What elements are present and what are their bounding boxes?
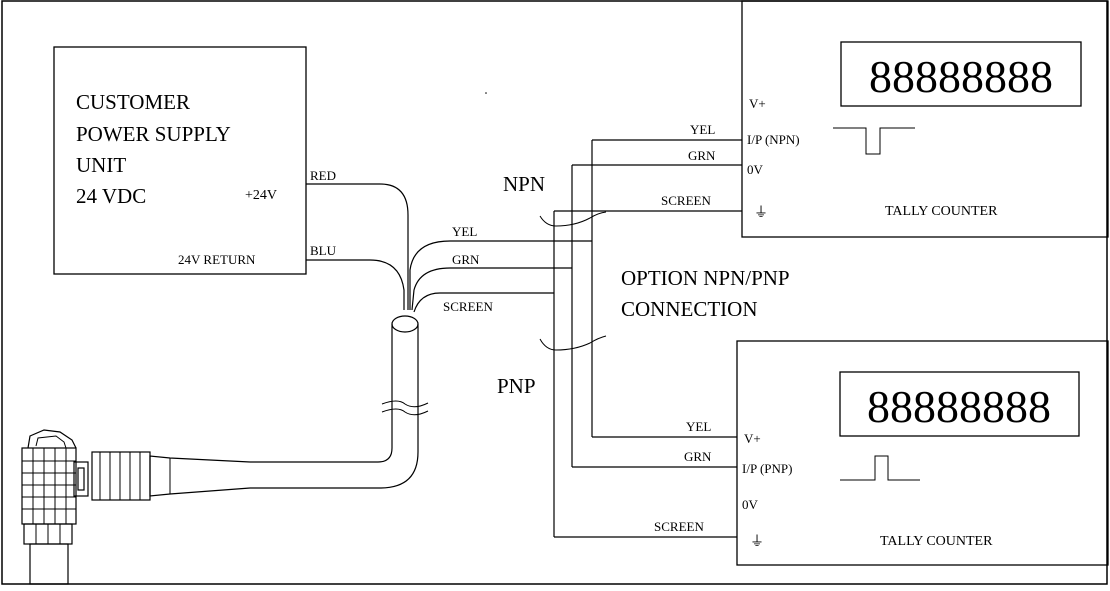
- cable: [250, 315, 429, 489]
- counter-top-digits: 88888888: [869, 51, 1053, 102]
- blu-wire: [306, 259, 405, 310]
- counter-bottom-box: [736, 340, 1109, 566]
- connector-elbow: [21, 447, 77, 525]
- counter-top-vplus: V+: [749, 96, 766, 111]
- bus-wires: [553, 140, 593, 537]
- pnp-break-curve: [539, 335, 607, 351]
- red-wire: [306, 183, 409, 310]
- power-supply-unit: CUSTOMER POWER SUPPLY UNIT 24 VDC +24V 2…: [53, 46, 307, 275]
- cable-break-1: [381, 400, 429, 408]
- power-supply-title-1: CUSTOMER: [76, 90, 190, 114]
- cable-break-2: [381, 408, 429, 416]
- cable-end: [391, 315, 419, 333]
- yel-wire: [409, 240, 592, 310]
- psu-wires: RED BLU YEL GRN SCREEN: [306, 168, 592, 314]
- option-label-1: OPTION NPN/PNP: [621, 266, 790, 290]
- connector-body: [91, 451, 151, 501]
- counter-top-input: I/P (NPN): [747, 132, 800, 147]
- pos-terminal-label: +24V: [245, 188, 277, 203]
- cable-inner-edge: [250, 324, 393, 463]
- top-grn-label: GRN: [688, 148, 716, 163]
- red-wire-label: RED: [310, 168, 336, 183]
- return-terminal-label: 24V RETURN: [178, 252, 256, 267]
- power-supply-title-3: UNIT: [76, 153, 126, 177]
- power-supply-title-2: POWER SUPPLY: [76, 122, 231, 146]
- npn-pulse-icon: [833, 127, 915, 155]
- bottom-yel-label: YEL: [686, 419, 711, 434]
- tally-counter-npn: 88888888 V+ I/P (NPN) 0V ⏚ TALLY COUNTER…: [554, 0, 1109, 238]
- counter-bottom-0v: 0V: [742, 497, 759, 512]
- counter-bottom-ground-icon: ⏚: [750, 534, 764, 550]
- top-screen-label: SCREEN: [661, 193, 711, 208]
- option-label-2: CONNECTION: [621, 297, 758, 321]
- bottom-screen-label: SCREEN: [654, 519, 704, 534]
- counter-top-ground-icon: ⏚: [754, 205, 768, 221]
- connector-icon: [21, 429, 251, 585]
- counter-bottom-input: I/P (PNP): [742, 461, 792, 476]
- tally-counter-pnp: 88888888 V+ I/P (PNP) 0V ⏚ TALLY COUNTER…: [554, 340, 1109, 566]
- npn-label: NPN: [503, 172, 545, 196]
- pnp-label: PNP: [497, 374, 536, 398]
- counter-bottom-display: [839, 371, 1080, 437]
- grn-wire-label: GRN: [452, 252, 480, 267]
- power-supply-box: [53, 46, 307, 275]
- yel-wire-label: YEL: [452, 224, 477, 239]
- screen-wire: [413, 292, 554, 313]
- blu-wire-label: BLU: [310, 243, 337, 258]
- pnp-pulse-icon: [840, 455, 920, 481]
- counter-top-display: [840, 41, 1082, 107]
- counter-top-name: TALLY COUNTER: [885, 204, 998, 219]
- connector-sleeve: [149, 455, 251, 497]
- counter-top-box: [741, 0, 1109, 238]
- connector-cap: [27, 429, 77, 449]
- counter-bottom-name: TALLY COUNTER: [880, 534, 993, 549]
- connector-pin: [29, 543, 69, 585]
- top-yel-label: YEL: [690, 122, 715, 137]
- bottom-grn-label: GRN: [684, 449, 712, 464]
- counter-top-0v: 0V: [747, 162, 764, 177]
- counter-bottom-vplus: V+: [744, 431, 761, 446]
- power-supply-title-4: 24 VDC: [76, 184, 146, 208]
- grn-wire: [411, 267, 572, 311]
- screen-wire-label: SCREEN: [443, 299, 493, 314]
- counter-bottom-digits: 88888888: [867, 381, 1051, 432]
- npn-break-curve: [539, 211, 607, 227]
- cable-outer-edge: [250, 324, 419, 489]
- stray-dot: [485, 92, 487, 94]
- connector-side-plate: [73, 461, 89, 497]
